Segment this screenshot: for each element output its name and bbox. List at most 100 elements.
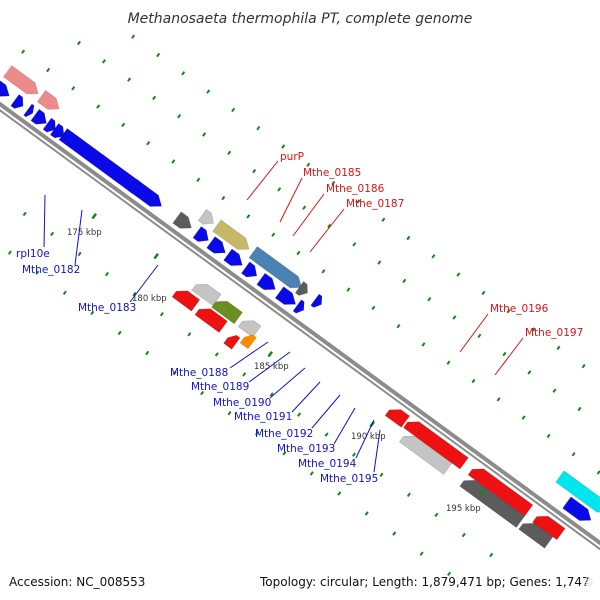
gene-label[interactable]: rpl10e [16,248,50,260]
gene-feature[interactable] [223,248,243,266]
gene-feature[interactable] [562,496,592,521]
gene-label[interactable]: Mthe_0194 [298,458,357,470]
gene-feature[interactable] [206,236,226,254]
ring-dot [431,254,436,259]
gene-label[interactable]: Mthe_0190 [213,397,271,409]
gene-feature[interactable] [555,470,600,513]
gene-label[interactable]: purP [280,151,304,163]
scale-tick-mark [91,212,97,220]
topology-text: Topology: circular; Length: 1,879,471 bp… [259,575,590,589]
ring-dot [105,271,109,277]
gene-feature[interactable] [256,272,276,291]
ring-dot [172,370,177,376]
gene-feature[interactable] [292,299,305,314]
gene-label[interactable]: Mthe_0188 [170,367,228,379]
gene-feature[interactable] [467,468,534,517]
ring-dot [461,532,466,538]
gene-feature[interactable] [42,117,56,133]
gene-feature[interactable] [30,108,47,125]
gene-label[interactable]: Mthe_0187 [346,198,404,210]
gene-feature[interactable] [212,219,250,250]
gene-feature[interactable] [192,226,209,242]
scale-tick-mark [153,252,159,260]
gene-feature[interactable] [211,300,243,325]
gene-feature[interactable] [171,290,201,312]
gene-label[interactable]: Mthe_0191 [234,411,292,423]
ring-dot [434,512,439,518]
ring-dot [221,195,226,201]
ring-dot [177,113,182,119]
ring-dot [502,351,507,357]
ring-dot [546,433,551,439]
ring-dot [171,159,176,164]
gene-feature[interactable] [248,246,302,289]
gene-label[interactable]: Mthe_0185 [303,167,361,179]
gene-feature[interactable] [310,293,323,308]
gene-feature[interactable] [49,123,65,139]
gene-label[interactable]: Mthe_0183 [78,302,136,314]
ring-dot [296,250,301,256]
ring-dot [406,235,411,241]
gene-label[interactable]: Mthe_0195 [320,473,378,485]
gene-feature[interactable] [194,308,228,333]
label-leader-line [309,208,345,253]
gene-feature[interactable] [384,409,411,428]
gene-label[interactable]: Mthe_0196 [490,303,549,315]
ring-dot [22,211,27,217]
ring-dot [471,378,476,384]
gene-label[interactable]: Mthe_0189 [191,381,249,393]
gene-feature[interactable] [197,208,214,225]
ring-dot [62,290,67,296]
gene-feature[interactable] [274,286,296,305]
gene-label[interactable]: Mthe_0186 [326,183,385,195]
gene-feature[interactable] [532,515,566,541]
gene-feature[interactable] [239,334,257,350]
gene-feature[interactable] [398,435,453,475]
gene-feature[interactable] [36,89,60,110]
ring-dot [346,287,351,292]
gene-feature[interactable] [294,281,308,296]
gene-feature[interactable] [0,73,10,97]
gene-feature[interactable] [172,211,192,229]
gene-label[interactable]: Mthe_0182 [22,264,80,276]
label-leader-line [355,419,375,459]
ring-dot [256,125,261,131]
ring-dot [331,180,336,186]
label-leader-line [373,429,381,473]
scale-tick-label: 180 kbp [132,294,167,304]
ring-dot [96,104,101,109]
ring-dot [571,451,576,457]
gene-feature[interactable] [127,178,162,207]
gene-feature[interactable] [191,283,222,307]
scale-tick-label: 185 kbp [254,362,289,372]
ring-dot [297,412,302,417]
label-leader-line [269,367,306,399]
label-leader-line [279,177,303,223]
gene-feature[interactable] [240,261,258,278]
ring-dot [21,49,26,54]
ring-dot [352,242,357,247]
label-leader-line [494,337,524,376]
gene-feature[interactable] [223,334,241,350]
ring-dot [50,231,55,237]
gene-feature[interactable] [23,103,35,118]
ring-dot [127,77,132,82]
gene-label[interactable]: Mthe_0193 [277,443,335,455]
ring-dot [577,406,582,412]
ring-dot [321,269,326,274]
gene-feature[interactable] [2,65,39,95]
gene-feature[interactable] [459,479,526,528]
ring-dot [324,432,329,437]
gene-feature[interactable] [403,421,469,470]
gene-feature[interactable] [10,94,24,109]
ring-dot [309,471,314,476]
genome-backbone [0,101,600,551]
ring-dot [427,296,432,302]
ring-dot [352,452,356,457]
ring-dot [496,397,501,402]
gene-label[interactable]: Mthe_0197 [525,327,583,339]
ring-dot [377,260,382,265]
gene-feature[interactable] [518,522,554,549]
gene-label[interactable]: Mthe_0192 [255,428,313,440]
gene-feature[interactable] [237,320,262,338]
